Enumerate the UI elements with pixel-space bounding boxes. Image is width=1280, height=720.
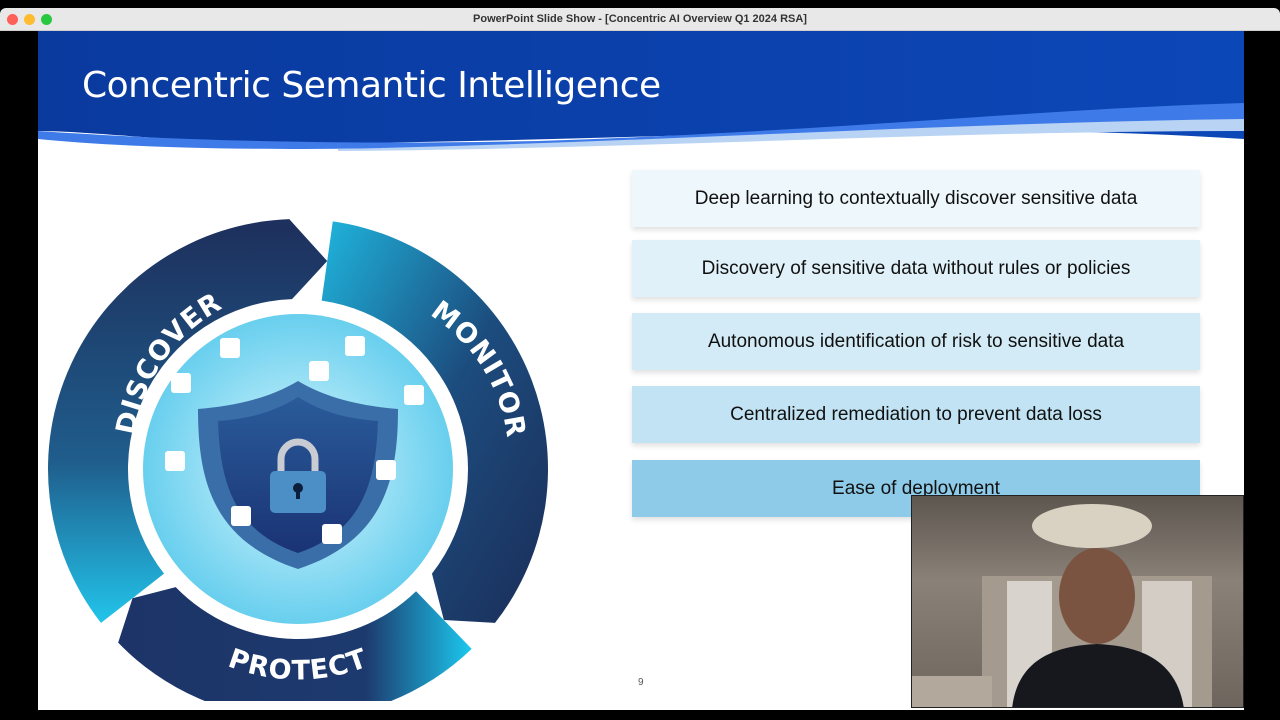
exchange-logo-icon — [231, 506, 251, 526]
presenter-video — [911, 495, 1244, 708]
dell-emc-logo-icon — [345, 336, 365, 356]
protect-segment — [118, 587, 472, 701]
monitor-segment — [321, 221, 549, 623]
discover-segment — [47, 219, 328, 623]
feature-item: Deep learning to contextually discover s… — [632, 170, 1200, 227]
minimize-button[interactable] — [24, 14, 35, 25]
slide: Concentric Semantic Intelligence DISCOVE… — [38, 31, 1244, 710]
zoom-button[interactable] — [41, 14, 52, 25]
window-title: PowerPoint Slide Show - [Concentric AI O… — [473, 13, 807, 25]
page-number: 9 — [638, 677, 644, 688]
google-suite-logo-icon — [309, 361, 329, 381]
close-button[interactable] — [7, 14, 18, 25]
slide-header — [38, 31, 1244, 151]
netapp-logo-icon — [165, 451, 185, 471]
aws-logo-icon — [404, 385, 424, 405]
dropbox-logo-icon — [376, 460, 396, 480]
cycle-diagram: DISCOVER MONITOR PROTECT — [47, 219, 549, 701]
feature-item: Centralized remediation to prevent data … — [632, 386, 1200, 443]
padlock-icon — [270, 438, 326, 513]
box-logo-icon — [171, 373, 191, 393]
window-titlebar: PowerPoint Slide Show - [Concentric AI O… — [0, 8, 1280, 31]
feature-item: Autonomous identification of risk to sen… — [632, 313, 1200, 370]
slide-title: Concentric Semantic Intelligence — [82, 65, 661, 106]
feature-item: Discovery of sensitive data without rule… — [632, 240, 1200, 297]
slack-logo-icon — [220, 338, 240, 358]
office-logo-icon — [322, 524, 342, 544]
